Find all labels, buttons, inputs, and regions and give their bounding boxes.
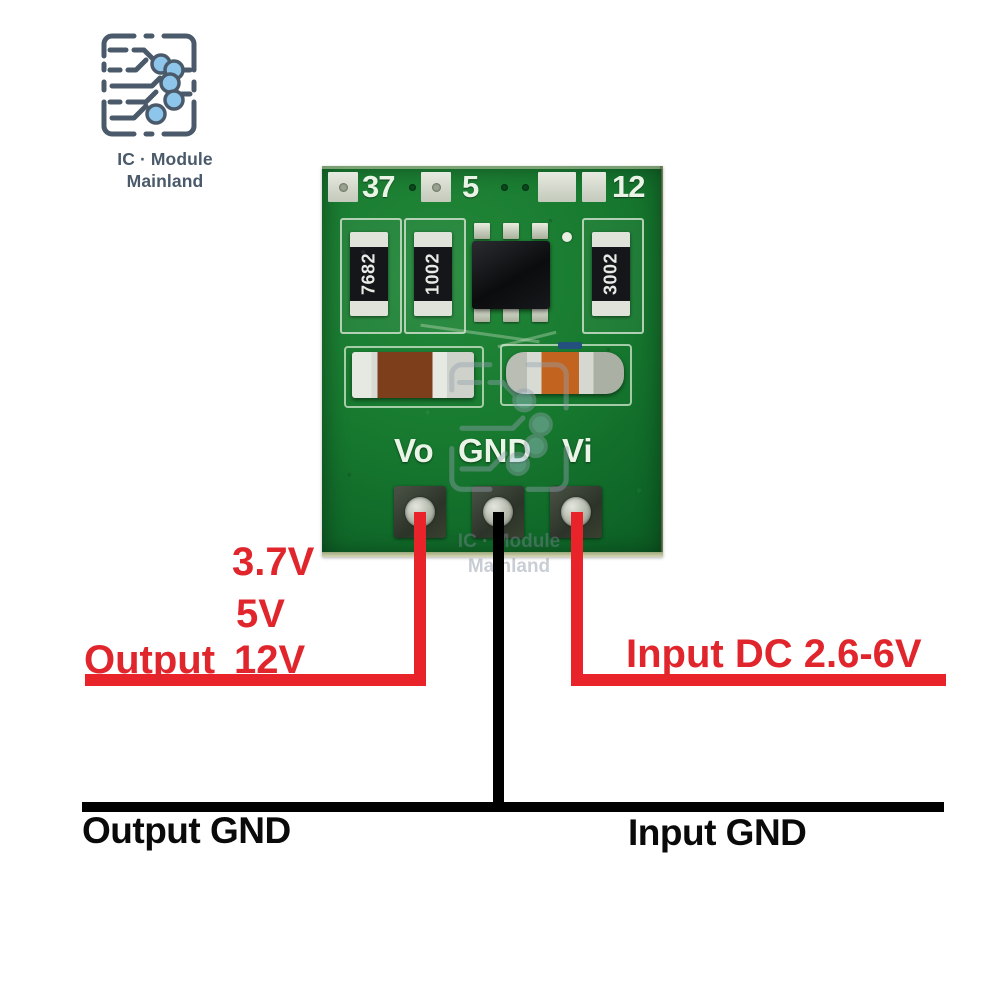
ic-pin-3 (532, 223, 548, 239)
footprint-c1 (344, 346, 484, 408)
test-point-via (562, 232, 572, 242)
board-edge-right (660, 166, 663, 557)
component-c2-capacitor (506, 352, 624, 394)
gnd-rail (82, 802, 944, 812)
pin-label-gnd: GND (458, 432, 532, 469)
component-r2: 1002 (414, 232, 452, 316)
select-dot-1 (409, 184, 416, 191)
label-output-3v7: 3.7V (232, 540, 315, 584)
silk-label-37: 37 (362, 169, 395, 204)
select-pad-right (538, 172, 576, 202)
component-r2-code: 1002 (422, 252, 443, 296)
board-edge-top (322, 166, 663, 169)
component-u1-ic (472, 241, 550, 309)
label-output: Output (84, 638, 216, 682)
component-r3: 3002 (592, 232, 630, 316)
component-r3-code: 3002 (600, 252, 621, 296)
label-output-gnd: Output GND (82, 810, 291, 851)
label-input-gnd: Input GND (628, 812, 807, 853)
select-dot-3 (522, 184, 529, 191)
component-c1-capacitor (352, 352, 474, 398)
ic-pin-5 (503, 306, 519, 322)
circuit-board-icon (90, 26, 208, 144)
component-smd-marker (558, 342, 582, 349)
wire-input-horizontal (571, 674, 946, 686)
brand-name-line1: IC · Module (117, 149, 213, 169)
brand-logo: IC · Module Mainland (72, 26, 258, 194)
component-r1-code: 7682 (358, 252, 379, 296)
pcb-board: 37 5 12 7682 1002 3 (322, 166, 663, 557)
select-pad-mid (421, 172, 451, 202)
wire-output-vertical (414, 512, 426, 686)
pin-label-vi: Vi (562, 432, 593, 469)
ic-pin-2 (503, 223, 519, 239)
pin-label-vo: Vo (394, 432, 434, 469)
brand-name-line2: Mainland (126, 171, 204, 192)
select-pad-left (328, 172, 358, 202)
board-edge-bottom (322, 552, 663, 557)
ic-pin-1 (474, 223, 490, 239)
watermark-line2: Mainland (467, 555, 551, 577)
label-output-5v: 5V (236, 592, 285, 636)
label-output-12v: 12V (234, 638, 306, 682)
wire-gnd-vertical (493, 512, 504, 811)
wire-input-vertical (571, 512, 583, 686)
component-r1: 7682 (350, 232, 388, 316)
ic-pin-6 (474, 306, 490, 322)
silk-label-12: 12 (612, 169, 645, 204)
ic-pin-4 (532, 306, 548, 322)
wire-output-horizontal (85, 674, 426, 686)
select-dot-2 (501, 184, 508, 191)
select-pad-right2 (582, 172, 606, 202)
voltage-select-silkscreen: 37 5 12 (326, 170, 659, 204)
brand-name: IC · Module Mainland (72, 148, 258, 193)
silk-label-5: 5 (462, 169, 479, 204)
label-input-dc: Input DC 2.6-6V (626, 632, 922, 676)
